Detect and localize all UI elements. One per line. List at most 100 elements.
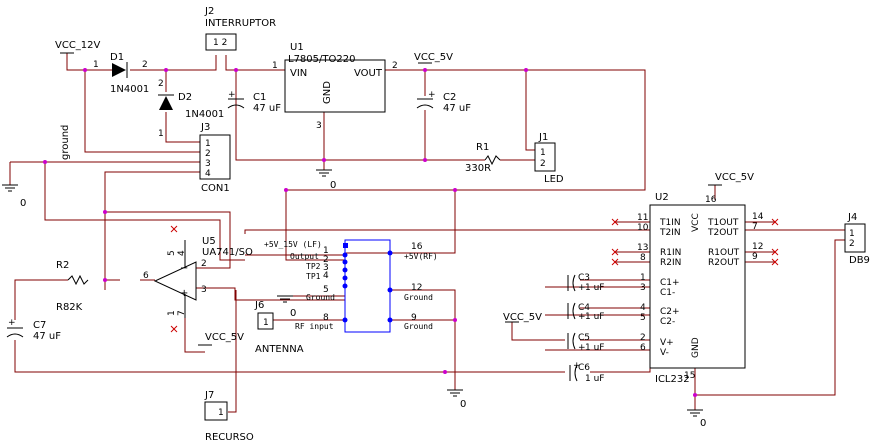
svg-text:1: 1 <box>640 273 646 283</box>
svg-text:0: 0 <box>330 180 336 191</box>
svg-text:14: 14 <box>752 212 764 222</box>
connector-j7: 1 J7 RECURSO <box>204 390 254 443</box>
svg-text:Ground: Ground <box>404 322 433 331</box>
svg-text:3: 3 <box>205 159 211 169</box>
svg-text:5: 5 <box>167 250 177 256</box>
svg-text:ANTENNA: ANTENNA <box>255 344 304 355</box>
svg-text:R82K: R82K <box>56 302 83 313</box>
svg-text:J3: J3 <box>200 122 210 133</box>
svg-text:2: 2 <box>849 239 855 249</box>
svg-text:C5: C5 <box>578 333 590 343</box>
svg-text:RECURSO: RECURSO <box>205 432 254 443</box>
svg-text:47 uF: 47 uF <box>253 103 281 114</box>
svg-text:C7: C7 <box>33 320 46 331</box>
vcc-5v-top-label: VCC_5V <box>414 52 453 63</box>
svg-text:VOUT: VOUT <box>354 68 383 79</box>
svg-text:D1: D1 <box>110 52 124 63</box>
capacitor-c6: + C6 1 uF <box>569 361 604 384</box>
svg-text:1: 1 <box>205 139 211 149</box>
no-connect-marks <box>611 218 779 266</box>
svg-text:3: 3 <box>201 285 207 295</box>
svg-text:C3: C3 <box>578 273 590 283</box>
svg-text:3: 3 <box>316 121 322 131</box>
regulator-u1: U1 L7805/TO220 VIN VOUT GND 1 2 3 <box>272 42 398 131</box>
svg-text:C1+: C1+ <box>660 278 680 288</box>
connector-j4: J4 1 2 DB9 <box>844 212 870 266</box>
svg-text:1: 1 <box>323 246 329 256</box>
svg-text:J7: J7 <box>204 390 214 401</box>
svg-text:1: 1 <box>263 318 269 328</box>
svg-text:ICL232: ICL232 <box>655 374 690 385</box>
svg-text:1N4001: 1N4001 <box>110 84 149 95</box>
svg-text:47 uF: 47 uF <box>443 103 471 114</box>
svg-text:GND: GND <box>322 81 333 104</box>
svg-text:U1: U1 <box>290 42 304 53</box>
svg-text:C1-: C1- <box>660 288 675 298</box>
svg-text:0: 0 <box>290 308 296 319</box>
svg-text:UA741/SO: UA741/SO <box>202 247 253 258</box>
svg-text:C6: C6 <box>578 363 590 373</box>
switch-j2: 1 2 J2 INTERRUPTOR <box>204 6 276 51</box>
svg-text:2: 2 <box>201 259 207 269</box>
svg-text:1: 1 <box>167 310 177 316</box>
svg-text:1 uF: 1 uF <box>585 312 604 322</box>
svg-text:4: 4 <box>177 250 187 256</box>
svg-text:5: 5 <box>323 285 329 295</box>
svg-text:2: 2 <box>142 60 148 70</box>
opamp-u5: − + U5 UA741/SO 2 3 6 5 4 1 7 <box>143 225 253 333</box>
svg-text:1N4001: 1N4001 <box>185 109 224 120</box>
svg-text:11: 11 <box>637 213 648 223</box>
svg-text:V+: V+ <box>660 338 674 348</box>
diode-d1: D1 1N4001 1 2 <box>93 52 149 95</box>
svg-text:7: 7 <box>177 310 187 316</box>
svg-text:J2: J2 <box>204 6 214 17</box>
svg-text:9: 9 <box>752 252 758 262</box>
svg-text:5: 5 <box>640 313 646 323</box>
svg-text:T2OUT: T2OUT <box>707 228 739 238</box>
svg-text:4: 4 <box>323 271 329 281</box>
diode-d2: D2 1N4001 2 1 <box>158 79 224 139</box>
svg-text:2: 2 <box>158 79 164 89</box>
svg-text:+: + <box>573 361 581 371</box>
svg-text:+5V_15V (LF): +5V_15V (LF) <box>264 240 322 249</box>
svg-text:CON1: CON1 <box>201 183 230 194</box>
capacitor-c5: C5 + 1 uF <box>567 332 604 353</box>
svg-text:1 uF: 1 uF <box>585 343 604 353</box>
svg-text:J4: J4 <box>847 212 857 223</box>
svg-text:L7805/TO220: L7805/TO220 <box>288 54 355 65</box>
svg-text:13: 13 <box>637 243 648 253</box>
svg-text:6: 6 <box>143 271 149 281</box>
svg-text:2: 2 <box>392 61 398 71</box>
svg-text:U5: U5 <box>202 236 216 247</box>
svg-text:T1OUT: T1OUT <box>707 218 739 228</box>
svg-text:U2: U2 <box>655 192 669 203</box>
svg-text:−: − <box>180 263 188 274</box>
ic-u2: U2 ICL232 T1IN T2IN R1IN R2IN C1+ C1- C2… <box>637 192 764 385</box>
svg-text:16: 16 <box>411 242 423 252</box>
resistor-r2: R2 R82K <box>56 260 89 313</box>
svg-text:+5V(RF): +5V(RF) <box>404 252 438 261</box>
svg-text:R2IN: R2IN <box>660 258 681 268</box>
svg-text:3: 3 <box>323 263 329 273</box>
svg-text:1: 1 <box>93 60 99 70</box>
svg-text:3: 3 <box>640 283 646 293</box>
svg-text:9: 9 <box>411 313 417 323</box>
svg-text:Ground: Ground <box>306 293 335 302</box>
svg-text:C4: C4 <box>578 303 590 313</box>
svg-text:1: 1 <box>218 408 224 418</box>
svg-text:C2-: C2- <box>660 317 675 327</box>
connector-j6: 1 J6 ANTENNA <box>254 300 304 355</box>
svg-text:0: 0 <box>460 399 466 410</box>
svg-text:1 2: 1 2 <box>213 38 227 48</box>
svg-text:+: + <box>578 312 586 322</box>
svg-text:+: + <box>228 90 236 100</box>
ground-symbol: 0 <box>447 389 466 410</box>
ground-symbol: 0 <box>316 169 336 191</box>
svg-text:R2: R2 <box>56 260 69 271</box>
svg-text:DB9: DB9 <box>849 255 870 266</box>
svg-text:0: 0 <box>20 198 26 209</box>
capacitor-c1: + C1 47 uF <box>227 90 281 114</box>
svg-text:10: 10 <box>637 223 649 233</box>
svg-text:INTERRUPTOR: INTERRUPTOR <box>205 18 276 29</box>
ground-symbol: 0 <box>277 295 296 319</box>
